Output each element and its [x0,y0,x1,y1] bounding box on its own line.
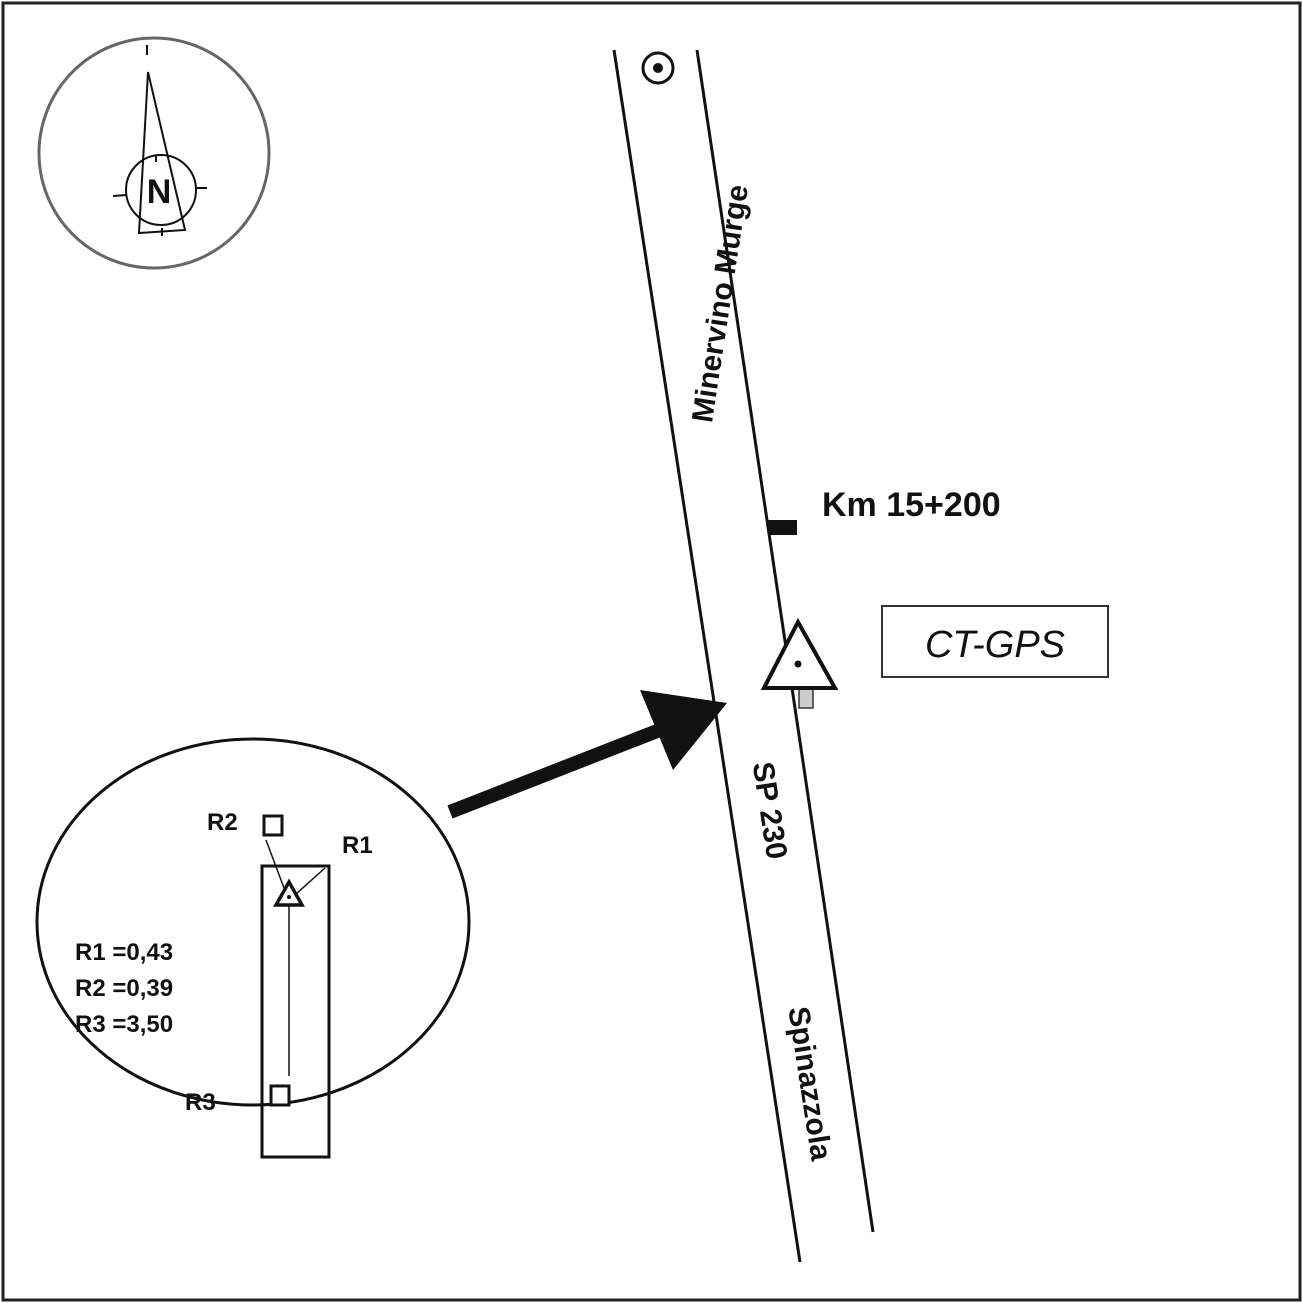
road-edge-east [695,49,875,1233]
town-symbol-icon [641,51,675,85]
gps-station-icon [760,617,839,709]
distance-r2: R2 =0,39 [75,975,173,1002]
north-arrow-compass: N [37,36,271,270]
r1-label: R1 [342,832,373,859]
r2-label: R2 [207,809,238,836]
road-edge-west [612,49,802,1263]
r3-label: R3 [185,1089,216,1116]
detail-inset: R2 R1 R3 R1 =0,43 R2 =0,39 R3 =3,50 [35,737,471,1159]
gps-station-label: CT-GPS [925,624,1065,666]
inset-plot-rect [260,864,331,1159]
distance-r3: R3 =3,50 [75,1011,173,1038]
r3-marker-icon [269,1084,291,1107]
inset-ellipse [35,737,471,1107]
km-marker-icon [768,520,797,535]
gps-station-label-box [881,605,1109,678]
pointer-arrow-icon [447,690,727,819]
distance-r1: R1 =0,43 [75,939,173,966]
km-marker-label: Km 15+200 [822,486,1001,524]
r1-station-icon [273,878,305,907]
compass-ring [37,36,271,270]
r2-marker-icon [262,814,284,837]
compass-inner-circle [125,154,197,226]
north-label: N [147,173,172,211]
